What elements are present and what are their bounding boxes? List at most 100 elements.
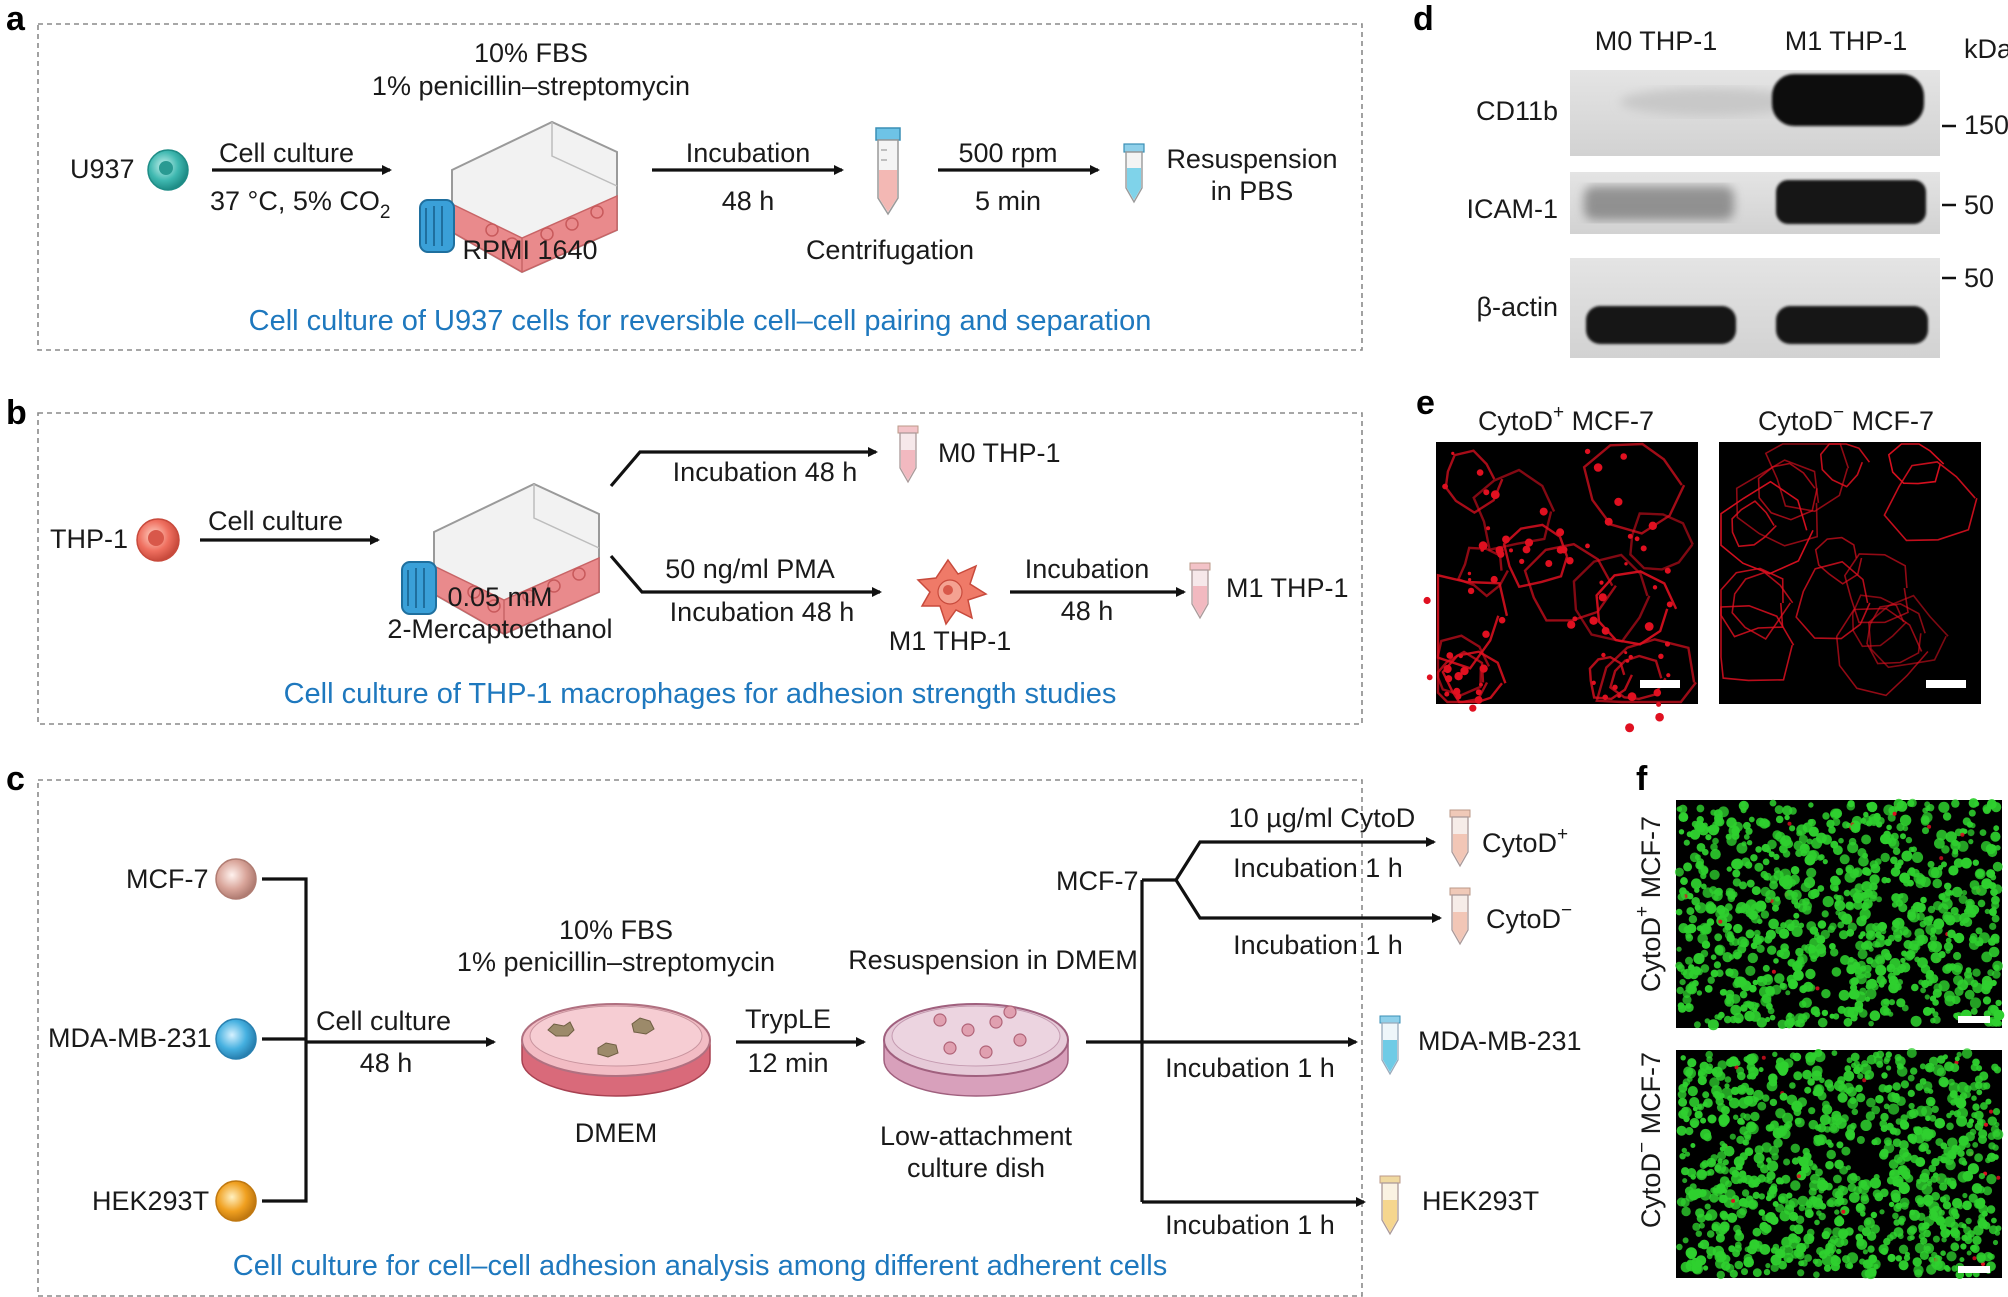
live-cell <box>1972 859 1980 866</box>
live-cell <box>1710 954 1717 960</box>
c-caption: Cell culture for cell–cell adhesion anal… <box>233 1250 1167 1282</box>
live-cell <box>1978 932 1990 944</box>
live-cell <box>1888 1201 1895 1208</box>
live-cell <box>1738 1197 1748 1207</box>
b-arrow-upper <box>609 447 878 488</box>
live-cell <box>1805 1201 1813 1208</box>
live-cell <box>1832 1013 1840 1020</box>
live-cell <box>1814 1124 1822 1131</box>
live-cell <box>1728 825 1740 837</box>
live-cell <box>1956 1051 1962 1058</box>
live-cell <box>1881 948 1890 958</box>
actin-punctum <box>1453 687 1461 696</box>
live-cell <box>1739 990 1748 999</box>
live-cell <box>1935 1138 1944 1147</box>
live-cell <box>1950 1227 1960 1237</box>
live-cell <box>1949 1182 1957 1190</box>
live-cell <box>1855 1202 1865 1212</box>
a-step3-top: 500 rpm <box>958 138 1057 168</box>
live-cell <box>1795 1215 1805 1224</box>
live-cell <box>1723 1145 1735 1157</box>
live-cell <box>1763 872 1772 881</box>
panel-label-f: f <box>1636 760 1648 798</box>
live-cell <box>1889 1231 1898 1240</box>
live-cell <box>1674 867 1684 877</box>
b-arrow-lower <box>609 554 882 597</box>
live-cell <box>1954 1056 1960 1062</box>
live-cell <box>1747 1244 1757 1255</box>
live-cell <box>1699 1239 1710 1250</box>
live-cell <box>1809 926 1819 935</box>
live-cell <box>1864 1070 1875 1080</box>
live-cell <box>1866 1097 1876 1108</box>
live-cell <box>1850 1122 1857 1130</box>
actin-punctum <box>1655 712 1664 722</box>
live-cell <box>1724 923 1732 931</box>
live-cell <box>1898 1260 1909 1271</box>
live-cell <box>1976 1118 1984 1126</box>
live-cell <box>1680 1197 1690 1208</box>
live-cell <box>1746 1095 1758 1107</box>
resuspension-tube-icon <box>1123 143 1145 204</box>
live-cell <box>1814 1258 1823 1267</box>
live-cell <box>1720 1212 1729 1221</box>
actin-punctum <box>1627 692 1637 702</box>
live-cell <box>1821 1230 1831 1240</box>
live-cell <box>1850 1014 1858 1022</box>
live-cell <box>1948 1207 1959 1217</box>
live-cell <box>1918 1144 1927 1152</box>
b-step3-bottom: 48 h <box>1061 596 1114 626</box>
live-cell <box>1799 985 1808 994</box>
live-cell <box>1966 1148 1974 1157</box>
live-cell <box>1714 944 1726 956</box>
live-cell <box>1960 857 1972 869</box>
live-cell <box>1687 1086 1698 1097</box>
c-dish2-line2: culture dish <box>907 1153 1045 1183</box>
live-cell <box>1738 1170 1747 1178</box>
a-end-line1: Resuspension <box>1166 144 1337 174</box>
live-cell <box>1897 893 1909 904</box>
live-cell <box>1896 998 1906 1008</box>
live-cell <box>1886 1084 1893 1091</box>
live-cell <box>1880 1188 1889 1198</box>
actin-punctum <box>1653 688 1662 697</box>
live-cell <box>1679 979 1686 986</box>
cell-outline <box>1867 594 1949 669</box>
live-cell <box>1920 896 1927 904</box>
live-cell <box>1696 925 1703 932</box>
live-cell <box>1762 858 1770 866</box>
live-cell <box>1707 1114 1717 1124</box>
actin-punctum <box>1486 526 1491 531</box>
live-cell <box>1898 903 1908 913</box>
live-cell <box>1969 1128 1977 1136</box>
live-cell <box>1678 812 1689 822</box>
live-cell <box>1807 1234 1815 1242</box>
live-cell <box>1980 841 1992 852</box>
a-tube-label: Centrifugation <box>806 235 974 265</box>
live-cell <box>1992 1239 1999 1246</box>
live-cell <box>1964 989 1975 1000</box>
live-cell <box>1817 1017 1828 1028</box>
live-cell <box>1784 889 1795 900</box>
live-cell <box>1983 1251 1993 1262</box>
actin-punctum <box>1620 453 1627 460</box>
live-cell <box>1894 1054 1902 1062</box>
actin-punctum <box>1468 578 1472 582</box>
live-cell <box>1984 908 1990 915</box>
live-cell <box>1813 1010 1821 1018</box>
live-cell <box>1779 1196 1786 1203</box>
live-cell <box>1864 1259 1874 1269</box>
live-cell <box>1685 1247 1698 1259</box>
live-cell <box>1975 927 1983 935</box>
actin-punctum <box>1666 601 1673 608</box>
cell-outline <box>1819 443 1871 488</box>
live-cell <box>1789 874 1800 885</box>
actin-punctum <box>1556 528 1565 537</box>
cell-outline <box>1572 553 1651 643</box>
live-cell <box>1826 1199 1835 1207</box>
live-cell <box>1793 970 1804 981</box>
live-cell <box>1869 882 1878 891</box>
live-cell <box>1757 1174 1766 1183</box>
cell-outline <box>1735 459 1820 547</box>
live-cell <box>1728 1097 1740 1109</box>
